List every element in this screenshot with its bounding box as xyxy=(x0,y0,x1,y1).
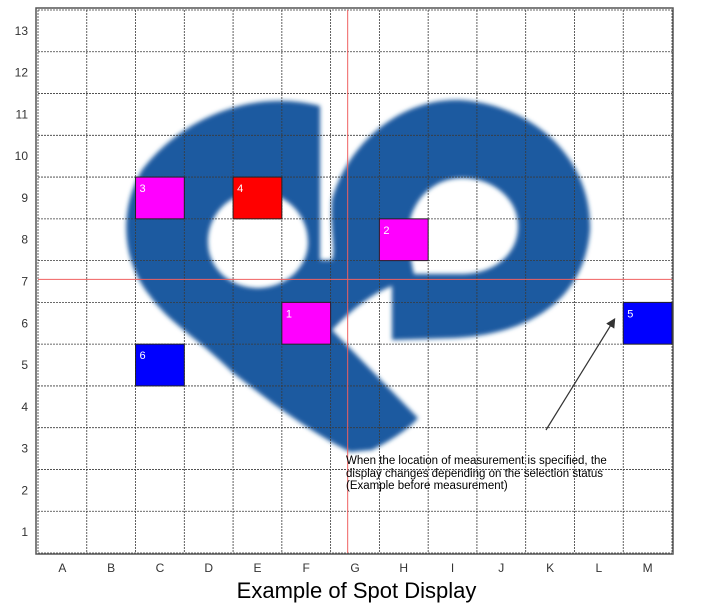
spot-marker[interactable] xyxy=(232,176,283,220)
spot-number: 4 xyxy=(237,183,243,195)
spot-1[interactable]: 1 xyxy=(281,301,332,345)
row-label: 8 xyxy=(21,233,28,247)
spot-5[interactable]: 5 xyxy=(622,301,673,345)
row-label: 7 xyxy=(21,275,28,289)
row-label: 10 xyxy=(15,149,29,163)
spot-marker[interactable] xyxy=(378,218,429,262)
column-label: D xyxy=(204,561,213,575)
spot-2[interactable]: 2 xyxy=(378,218,429,262)
spot-marker[interactable] xyxy=(281,301,332,345)
column-label: K xyxy=(546,561,554,575)
row-label: 1 xyxy=(21,525,28,539)
caption: Example of Spot Display xyxy=(236,578,477,603)
column-label: J xyxy=(498,561,504,575)
column-label: G xyxy=(350,561,359,575)
spot-number: 5 xyxy=(627,308,633,320)
column-label: L xyxy=(596,561,603,575)
annotation-line-3: (Example before measurement) xyxy=(346,480,508,492)
column-labels: A B C D E F G H I J K L M xyxy=(58,561,652,575)
annotation-line-2: display changes depending on the selecti… xyxy=(346,467,604,480)
spot-marker[interactable] xyxy=(622,301,673,345)
row-label: 9 xyxy=(21,191,28,205)
spot-marker[interactable] xyxy=(135,176,185,220)
column-label: M xyxy=(643,561,653,575)
annotation-line-1: When the location of measurement is spec… xyxy=(346,455,607,467)
column-label: C xyxy=(156,561,165,575)
spot-number: 1 xyxy=(286,308,292,320)
annotation-arrow xyxy=(545,317,616,431)
column-label: I xyxy=(451,561,454,575)
spot-number: 2 xyxy=(383,225,389,237)
column-label: H xyxy=(399,561,408,575)
column-label: A xyxy=(58,561,66,575)
spot-4[interactable]: 4 xyxy=(232,176,283,220)
measurement-spots: 1 2 3 4 5 6 xyxy=(135,176,673,387)
row-label: 12 xyxy=(15,66,29,80)
row-label: 5 xyxy=(21,358,28,372)
spot-marker[interactable] xyxy=(135,343,185,387)
annotation-text: When the location of measurement is spec… xyxy=(346,455,713,493)
spot-6[interactable]: 6 xyxy=(135,343,185,387)
column-label: E xyxy=(253,561,261,575)
row-label: 11 xyxy=(16,107,29,121)
row-label: 13 xyxy=(15,24,29,38)
spot-number: 6 xyxy=(140,350,146,362)
row-label: 2 xyxy=(21,483,28,497)
spot-3[interactable]: 3 xyxy=(135,176,185,220)
row-label: 3 xyxy=(21,442,28,456)
row-label: 4 xyxy=(21,400,28,414)
row-label: 6 xyxy=(21,316,28,330)
crosshair xyxy=(38,10,672,553)
column-label: B xyxy=(107,561,115,575)
spot-number: 3 xyxy=(140,183,146,195)
row-labels: 13 12 11 10 9 8 7 6 5 4 3 2 1 xyxy=(15,24,29,539)
column-label: F xyxy=(303,561,310,575)
